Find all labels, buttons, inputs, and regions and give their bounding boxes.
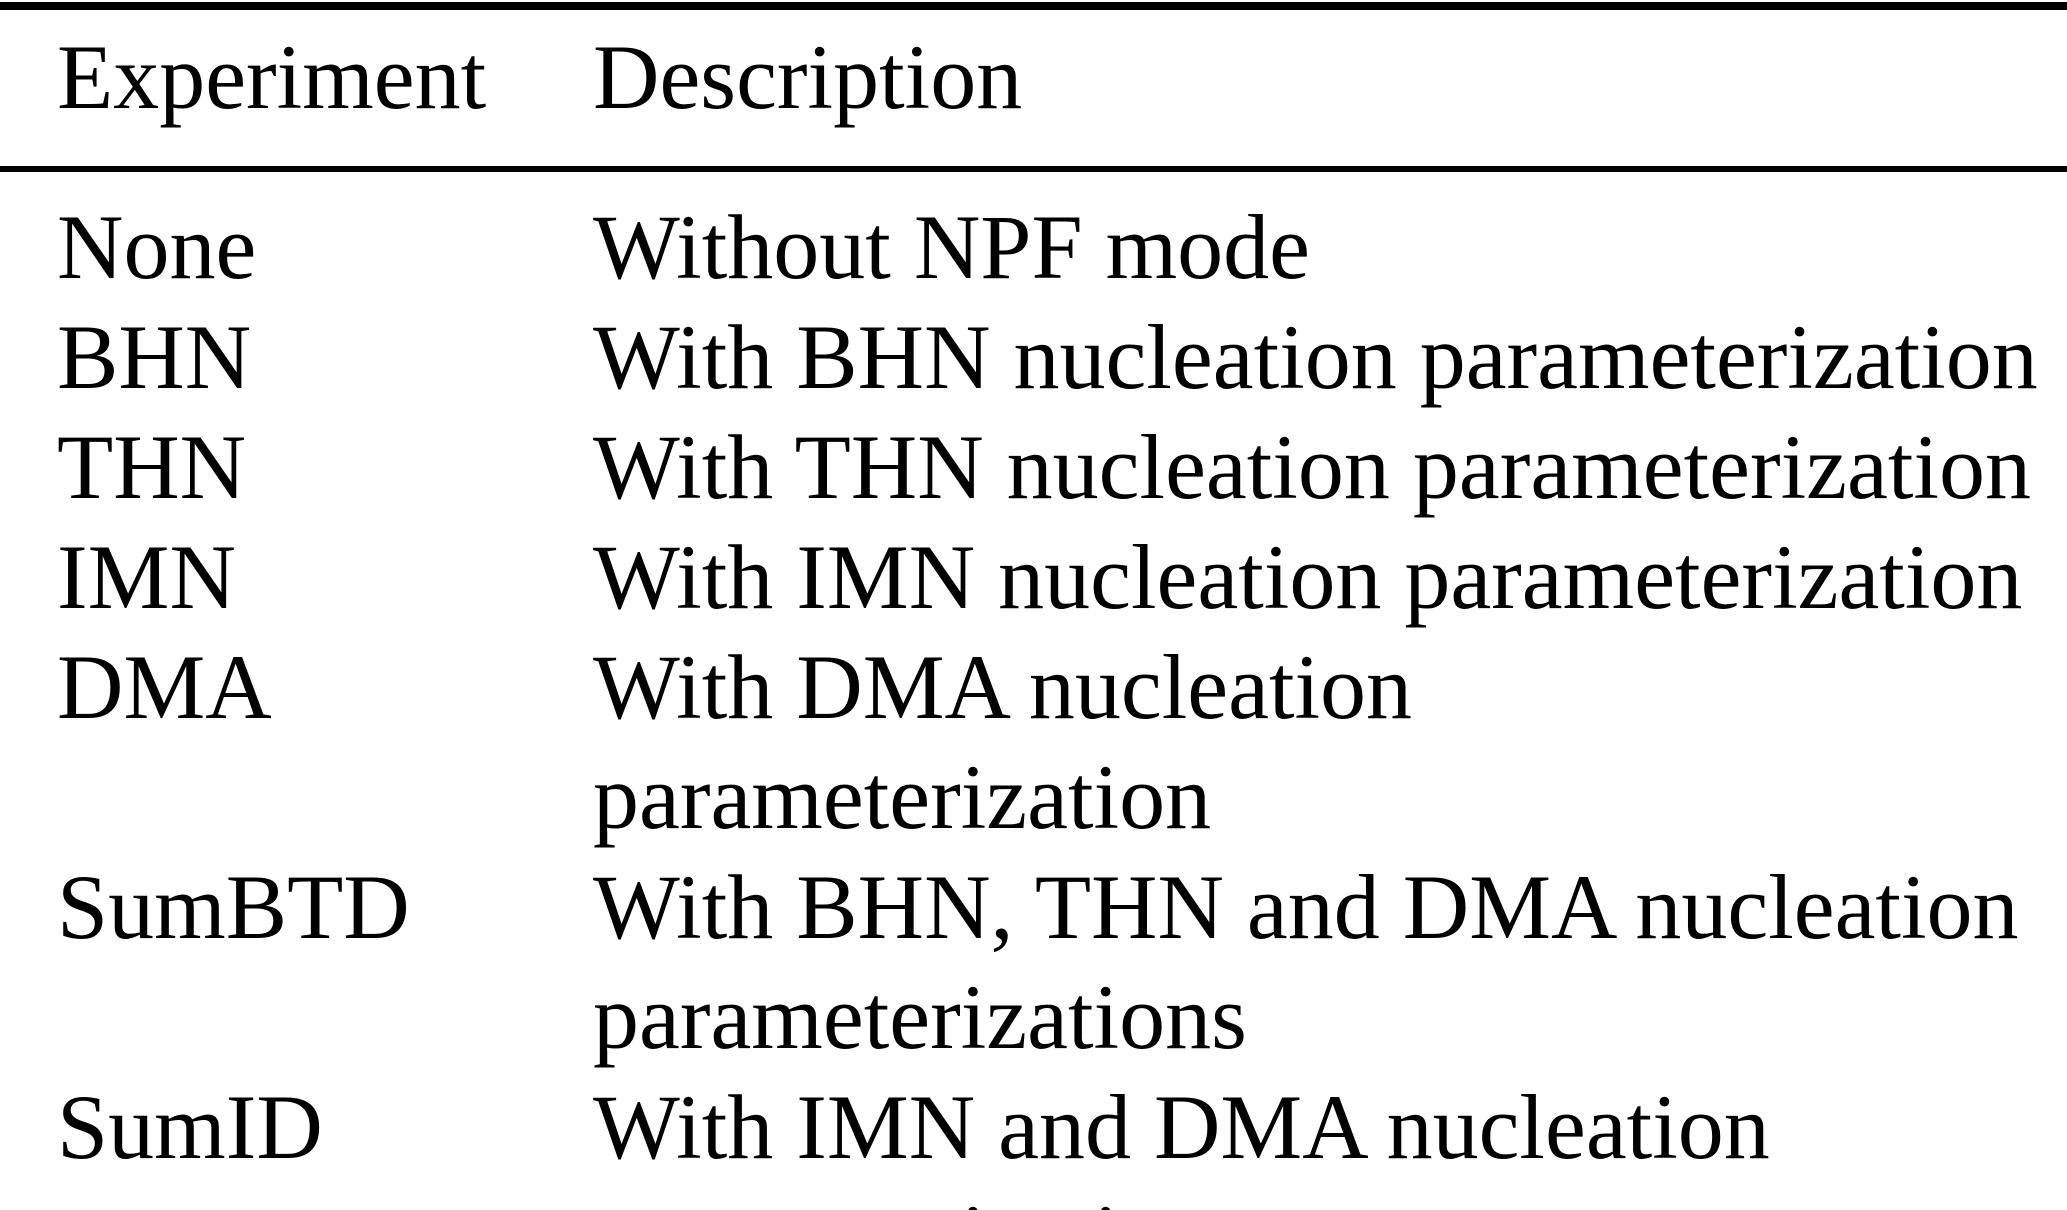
table-header-row: Experiment Description xyxy=(0,22,2067,132)
table-row: BHN With BHN nucleation parameterization xyxy=(0,302,2067,412)
table-row: DMA With DMA nucleation parameterization xyxy=(0,632,2067,852)
description-cell: With BHN, THN and DMA nucleation paramet… xyxy=(593,856,2019,1068)
table-row: IMN With IMN nucleation parameterization xyxy=(0,522,2067,632)
table-row: SumID With IMN and DMA nucleation parame… xyxy=(0,1072,2067,1210)
description-cell: With IMN and DMA nucleation parameteriza… xyxy=(593,1076,1770,1210)
description-cell: With THN nucleation parameterization xyxy=(593,416,2031,518)
experiment-cell: IMN xyxy=(57,526,236,628)
table-row: SumBTD With BHN, THN and DMA nucleation … xyxy=(0,852,2067,1072)
column-header-description: Description xyxy=(593,26,1023,128)
experiment-cell: SumBTD xyxy=(57,856,410,958)
column-header-experiment: Experiment xyxy=(57,26,487,128)
table-body: None Without NPF mode BHN With BHN nucle… xyxy=(0,192,2067,1210)
description-cell: With IMN nucleation parameterization xyxy=(593,526,2023,628)
table-row: None Without NPF mode xyxy=(0,192,2067,302)
experiment-cell: None xyxy=(57,196,257,298)
description-cell: With DMA nucleation parameterization xyxy=(593,636,1413,848)
experiment-cell: DMA xyxy=(57,636,272,738)
header-rule xyxy=(0,166,2067,172)
description-cell: With BHN nucleation parameterization xyxy=(593,306,2038,408)
experiment-cell: BHN xyxy=(57,306,252,408)
description-cell: Without NPF mode xyxy=(593,196,1310,298)
table-row: THN With THN nucleation parameterization xyxy=(0,412,2067,522)
experiment-cell: SumID xyxy=(57,1076,323,1178)
top-rule xyxy=(0,2,2067,10)
experiment-cell: THN xyxy=(57,416,247,518)
